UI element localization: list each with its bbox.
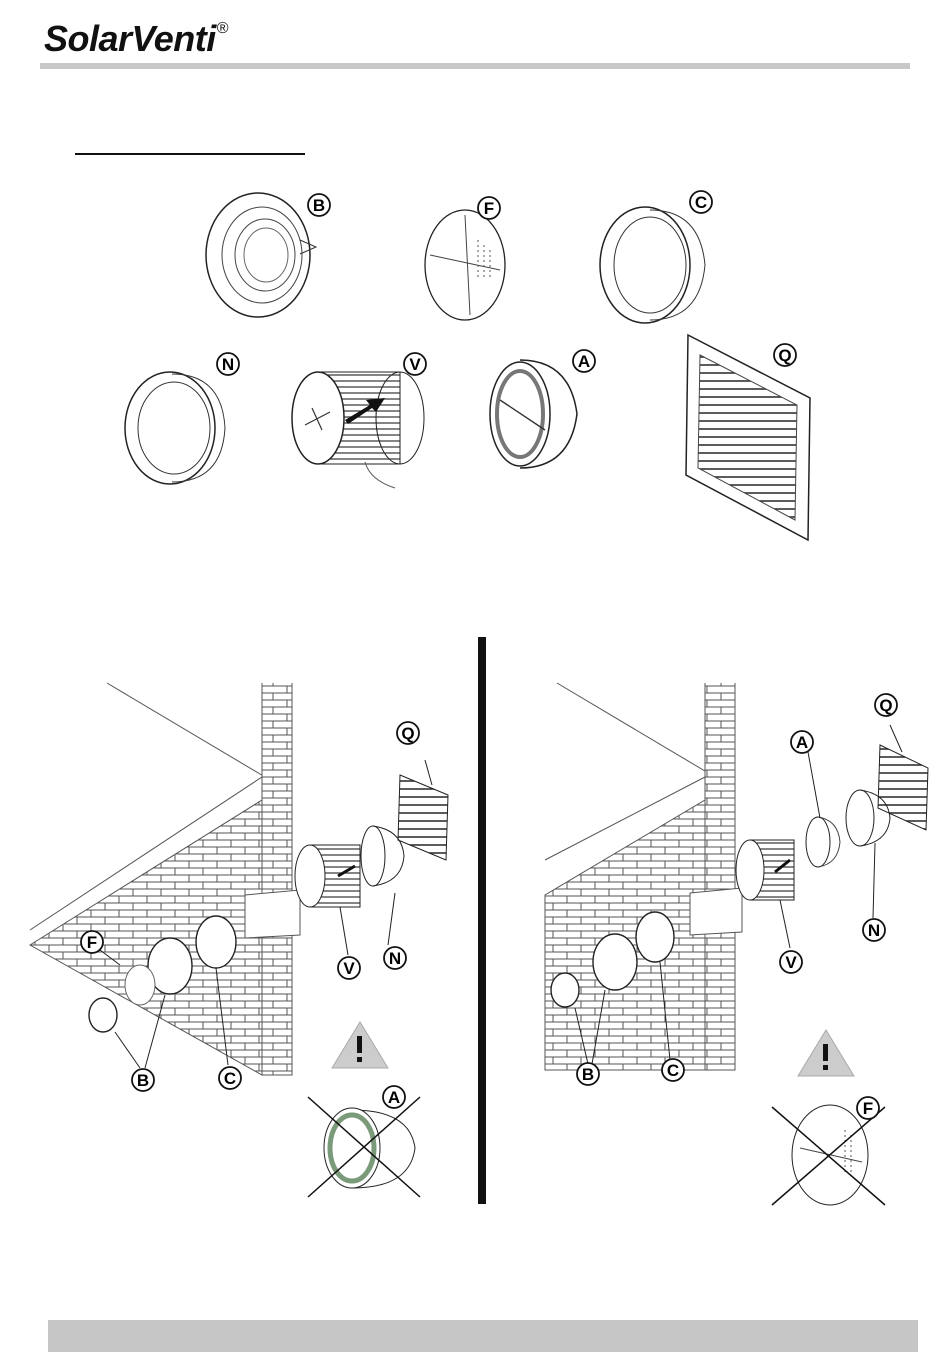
- svg-text:B: B: [582, 1065, 594, 1084]
- left-excluded-damper: [308, 1097, 420, 1197]
- label-v-right: V: [780, 951, 802, 973]
- label-q-left: Q: [397, 722, 419, 744]
- label-n-top: N: [217, 353, 239, 375]
- label-c-left: C: [219, 1067, 241, 1089]
- part-f-filter: [425, 210, 505, 320]
- svg-text:F: F: [863, 1099, 873, 1118]
- label-a-left: A: [383, 1086, 405, 1108]
- label-f-top: F: [478, 197, 500, 219]
- label-q-right: Q: [875, 694, 897, 716]
- label-a-right: A: [791, 731, 813, 753]
- part-v-fan: [292, 372, 424, 488]
- footer-bar: [48, 1320, 918, 1352]
- svg-text:Q: Q: [401, 724, 414, 743]
- column-divider: [478, 637, 486, 1204]
- svg-text:B: B: [313, 196, 325, 215]
- part-c-sleeve: [600, 207, 705, 323]
- right-wall-scene: [545, 683, 742, 1070]
- label-b-top: B: [308, 194, 330, 216]
- label-a-top: A: [573, 350, 595, 372]
- left-warning-triangle-icon: [332, 1022, 388, 1068]
- svg-text:Q: Q: [879, 696, 892, 715]
- svg-text:N: N: [868, 921, 880, 940]
- svg-text:C: C: [695, 193, 707, 212]
- svg-text:N: N: [389, 949, 401, 968]
- svg-text:V: V: [409, 355, 421, 374]
- svg-text:A: A: [796, 733, 808, 752]
- part-a-damper: [490, 360, 577, 468]
- svg-text:V: V: [343, 959, 355, 978]
- svg-text:C: C: [224, 1069, 236, 1088]
- svg-text:A: A: [388, 1088, 400, 1107]
- label-f-left: F: [81, 931, 103, 953]
- left-wall-scene: [30, 683, 300, 1075]
- label-n-left: N: [384, 947, 406, 969]
- part-b-valve: [206, 193, 316, 317]
- svg-text:B: B: [137, 1071, 149, 1090]
- svg-text:Q: Q: [778, 346, 791, 365]
- label-c-right: C: [662, 1059, 684, 1081]
- label-b-left: B: [132, 1069, 154, 1091]
- label-b-right: B: [577, 1063, 599, 1085]
- svg-text:A: A: [578, 352, 590, 371]
- label-n-right: N: [863, 919, 885, 941]
- label-q-top: Q: [774, 344, 796, 366]
- svg-text:F: F: [87, 933, 97, 952]
- label-v-left: V: [338, 957, 360, 979]
- right-warning-triangle-icon: [798, 1030, 854, 1076]
- svg-text:V: V: [785, 953, 797, 972]
- svg-text:F: F: [484, 199, 494, 218]
- label-f-right: F: [857, 1097, 879, 1119]
- label-c-top: C: [690, 191, 712, 213]
- part-q-grille: [686, 335, 810, 540]
- right-excluded-filter: [772, 1105, 885, 1205]
- svg-text:C: C: [667, 1061, 679, 1080]
- svg-text:N: N: [222, 355, 234, 374]
- part-n-ring: [125, 372, 225, 484]
- label-v-top: V: [404, 353, 426, 375]
